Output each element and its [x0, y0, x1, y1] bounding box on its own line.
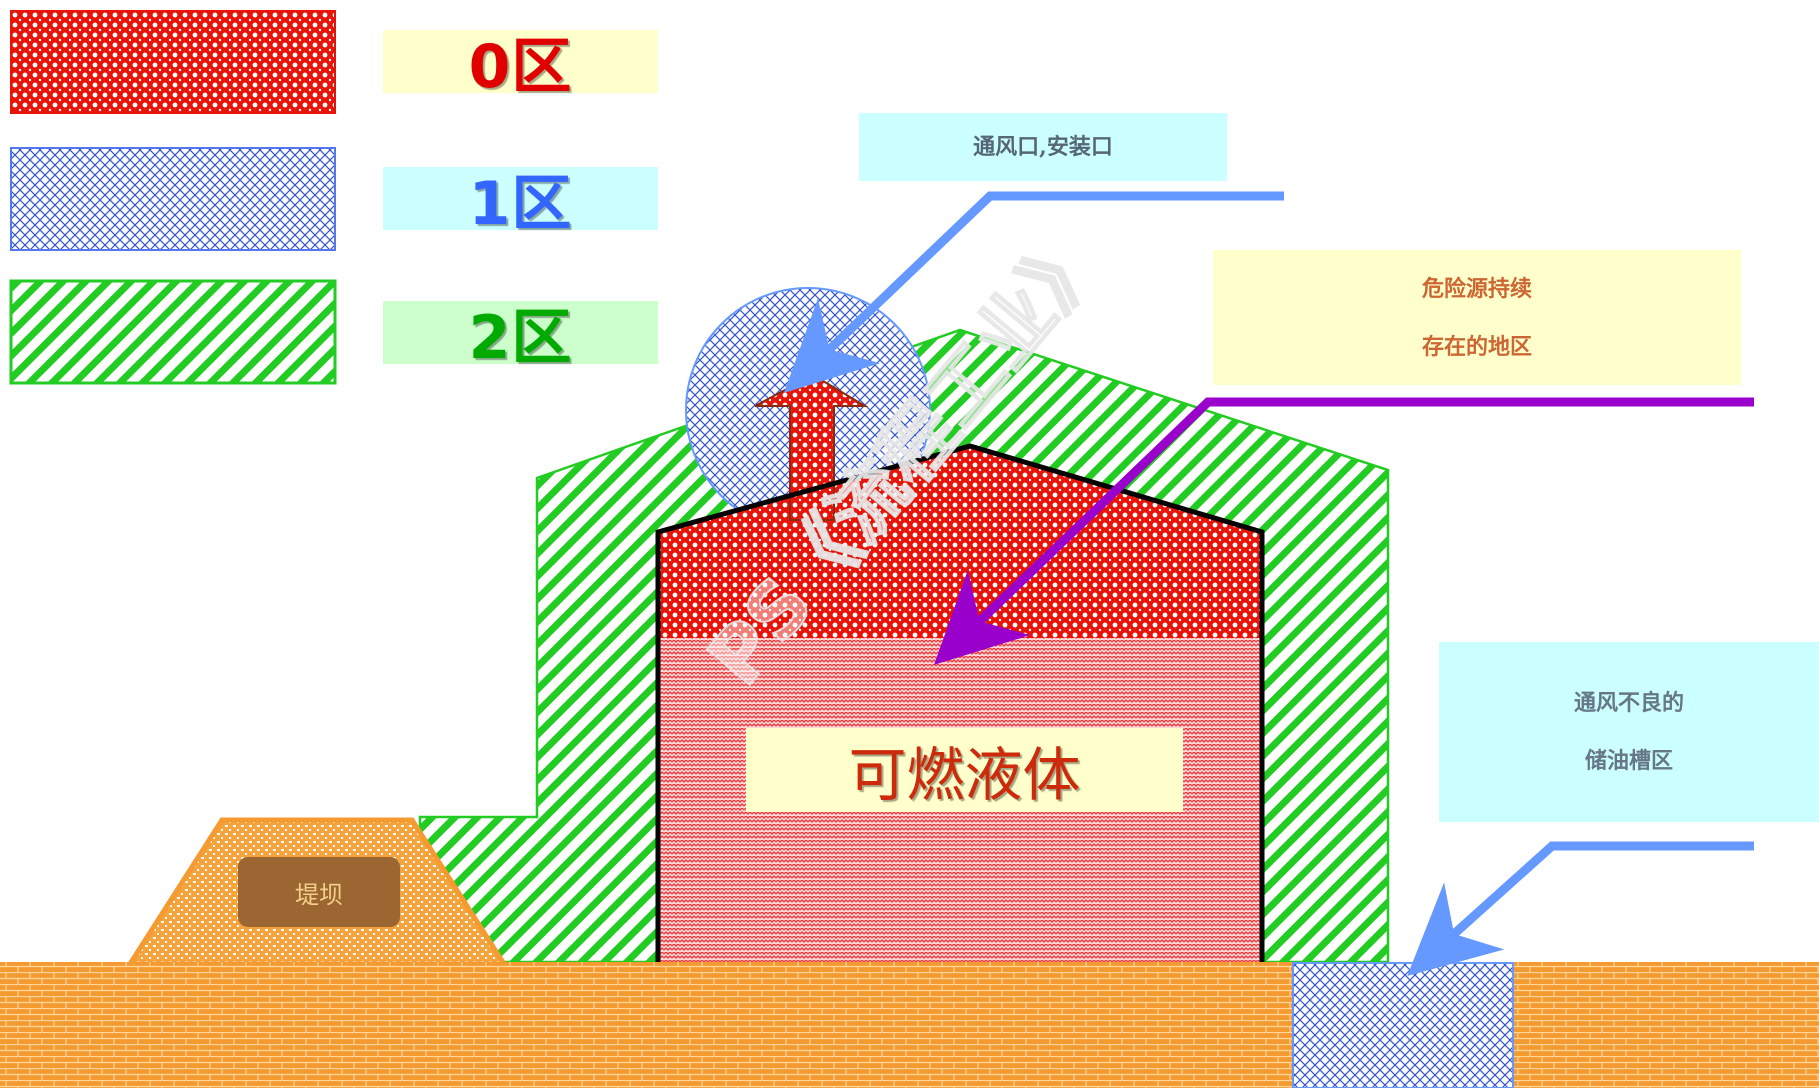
- callout-sump-line1: 通风不良的: [1573, 690, 1684, 716]
- callout-vent: 通风口,安装口: [859, 113, 1227, 181]
- liquid-label: 可燃液体: [746, 728, 1183, 812]
- legend-swatch-zone1: [10, 147, 336, 251]
- legend-label-zone1-text: 1区: [468, 169, 573, 239]
- legend-label-zone2-text: 2区: [468, 303, 573, 373]
- vent-leader-line: [783, 191, 1284, 393]
- zone1-sump-box: [1292, 962, 1514, 1089]
- hazard-leader-line: [934, 397, 1754, 665]
- legend-label-zone0: 0区: [383, 30, 658, 102]
- callout-sump: 通风不良的 储油槽区: [1439, 642, 1819, 822]
- legend-label-zone0-text: 0区: [468, 32, 573, 102]
- legend-label-zone1: 1区: [383, 167, 658, 239]
- sump-leader-line: [1407, 841, 1754, 977]
- legend-swatch-zone0: [10, 10, 336, 114]
- callout-vent-text: 通风口,安装口: [973, 134, 1113, 160]
- dam-label-text: 堤坝: [295, 880, 343, 909]
- legend-swatch-zone2: [9, 279, 337, 385]
- callout-hazard: 危险源持续 存在的地区: [1213, 250, 1741, 385]
- tank-wall: [655, 443, 1265, 964]
- ground: [0, 962, 1819, 1088]
- callout-hazard-line1: 危险源持续: [1421, 275, 1532, 302]
- callout-sump-line2: 储油槽区: [1584, 748, 1673, 774]
- dam-label: 堤坝: [238, 857, 400, 927]
- liquid-label-text: 可燃液体: [848, 741, 1081, 809]
- callout-hazard-line2: 存在的地区: [1421, 333, 1532, 360]
- legend-label-zone2: 2区: [383, 301, 658, 373]
